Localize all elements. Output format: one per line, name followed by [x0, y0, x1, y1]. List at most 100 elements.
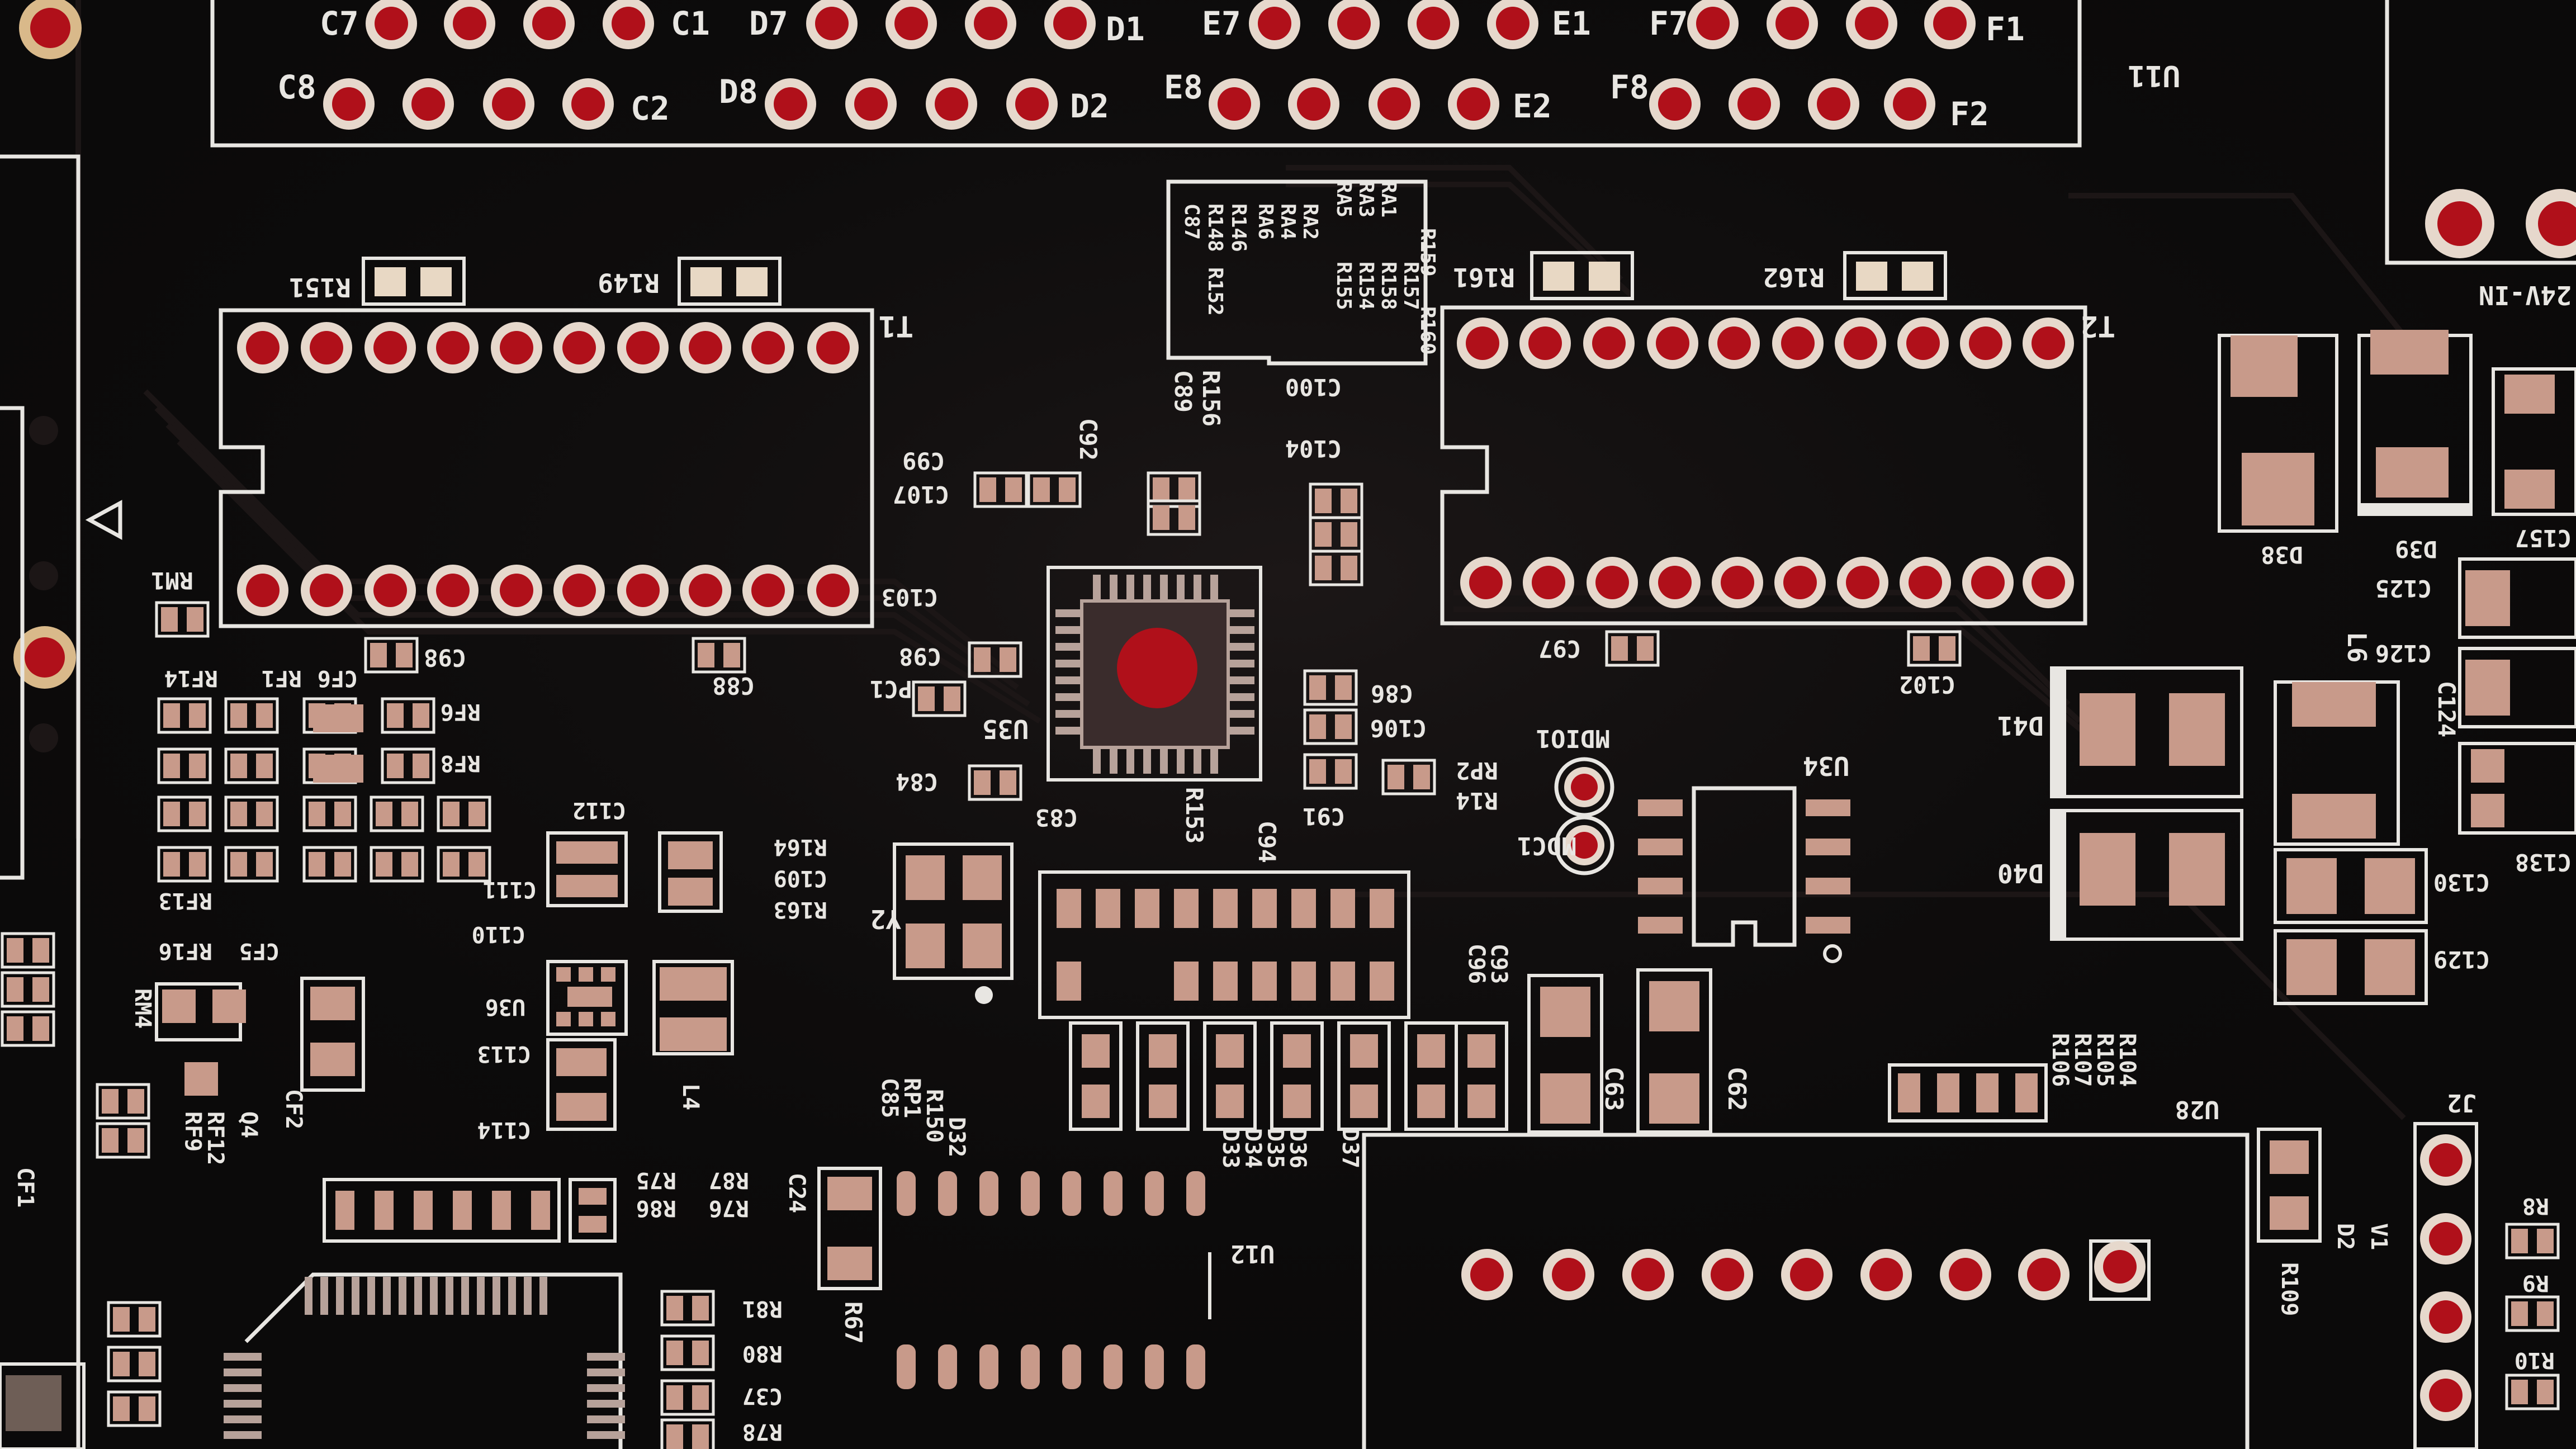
label-r8: R8 — [2522, 1193, 2549, 1219]
header-connector-top — [210, 0, 2082, 148]
label-c98-centre: C98 — [899, 643, 941, 670]
label-c83: C83 — [1035, 804, 1078, 831]
diode-d40: D40 — [1997, 809, 2243, 941]
label-c37: C37 — [742, 1383, 783, 1409]
label-f1: F1 — [1986, 10, 2025, 48]
label-c84: C84 — [896, 768, 938, 795]
label-c124: C124 — [2433, 681, 2460, 737]
label-c112: C112 — [572, 797, 626, 823]
label-r86: R86 — [636, 1195, 676, 1221]
label-c113: C113 — [477, 1041, 531, 1067]
label-r81: R81 — [742, 1296, 783, 1322]
resistor-r161: R161 — [1453, 251, 1634, 300]
label-c96: C96 — [1464, 944, 1489, 984]
label-f8: F8 — [1610, 68, 1649, 106]
label-d37: D37 — [1337, 1128, 1363, 1168]
label-c111: C111 — [483, 877, 537, 902]
label-c87: C87 — [1180, 203, 1203, 240]
resistor-array-block: C87 R148 R146 RA6 RA4 RA2 RA5 RA3 RA1 R1… — [1166, 179, 1439, 366]
label-rf8: RF8 — [441, 750, 481, 776]
label-r106: R106 — [2047, 1033, 2073, 1087]
label-rm1: RM1 — [151, 567, 193, 594]
label-d34: D34 — [1240, 1128, 1266, 1168]
label-e8: E8 — [1164, 68, 1203, 106]
label-d32: D32 — [944, 1117, 969, 1157]
label-ra5: RA5 — [1332, 181, 1355, 217]
label-f7: F7 — [1649, 4, 1688, 42]
ic-qfp-bottom-left — [224, 1272, 625, 1449]
label-r158: R158 — [1377, 262, 1400, 310]
diode-d39: D39 — [2357, 330, 2473, 563]
label-cf2: CF2 — [281, 1089, 306, 1129]
label-d41: D41 — [1997, 711, 2044, 741]
ic-u12: U12 — [897, 1171, 1275, 1389]
label-d36: D36 — [1285, 1128, 1310, 1168]
label-c91: C91 — [1303, 803, 1345, 830]
ic-u34: U34 — [1638, 751, 1850, 963]
label-r104: R104 — [2114, 1033, 2140, 1087]
label-l4: L4 — [678, 1083, 703, 1110]
label-r107: R107 — [2070, 1033, 2095, 1087]
label-c157: C157 — [2515, 524, 2572, 552]
label-d39: D39 — [2395, 536, 2437, 563]
label-mdio1: MDIO1 — [1536, 724, 1610, 752]
label-r151: R151 — [289, 272, 351, 302]
crystal-y2: Y2 — [870, 842, 1014, 1004]
ic-u35: U35 — [982, 566, 1262, 782]
label-r159: R159 — [1416, 228, 1439, 277]
label-d38: D38 — [2261, 541, 2303, 569]
label-c89: C89 — [1169, 370, 1197, 413]
label-c110: C110 — [472, 921, 525, 947]
label-r162: R162 — [1763, 262, 1825, 292]
label-ra4: RA4 — [1276, 203, 1299, 240]
label-c7: C7 — [320, 4, 359, 42]
label-q4: Q4 — [236, 1111, 262, 1138]
label-rf13: RF13 — [159, 888, 212, 913]
label-rf16: RF16 — [159, 938, 212, 964]
label-rf1: RF1 — [262, 665, 302, 691]
label-rp2: RP2 — [1456, 757, 1498, 784]
label-d35: D35 — [1262, 1128, 1288, 1168]
label-c93: C93 — [1486, 944, 1512, 984]
label-u35: U35 — [982, 714, 1029, 744]
label-u34: U34 — [1803, 751, 1849, 781]
label-c103: C103 — [882, 584, 938, 611]
label-r153: R153 — [1181, 787, 1208, 844]
label-r9: R9 — [2522, 1270, 2549, 1296]
label-rf12: RF12 — [202, 1111, 228, 1165]
label-c102: C102 — [1899, 671, 1955, 698]
label-r10: R10 — [2515, 1347, 2555, 1373]
label-r14: R14 — [1456, 787, 1498, 815]
label-c107: C107 — [893, 481, 949, 508]
label-c129: C129 — [2433, 946, 2490, 973]
label-e1: E1 — [1552, 4, 1591, 42]
label-r67: R67 — [840, 1301, 867, 1344]
label-rf6: RF6 — [441, 699, 481, 724]
diode-d41: D41 — [1997, 666, 2243, 798]
label-d33: D33 — [1218, 1128, 1243, 1168]
label-r149: R149 — [598, 268, 660, 298]
left-edge-connector — [0, 0, 122, 1449]
label-r164: R164 — [774, 834, 827, 860]
label-r152: R152 — [1204, 267, 1227, 316]
label-r163: R163 — [774, 897, 827, 922]
capacitor-c63: C63 — [1527, 974, 1628, 1134]
label-d2: D2 — [2332, 1223, 2358, 1250]
label-cf6: CF6 — [318, 665, 358, 691]
label-c85: C85 — [877, 1078, 902, 1118]
left-field-labels: RF14 RF1 CF6 RF6 RF8 C112 C111 C110 RF13… — [12, 665, 827, 1445]
passive-grid-centre — [1038, 870, 1410, 1019]
label-rf9: RF9 — [180, 1111, 206, 1152]
label-c62: C62 — [1722, 1067, 1751, 1111]
power-connector: 24V-IN — [2385, 0, 2576, 310]
capacitor-c62: C62 — [1636, 968, 1751, 1134]
label-ra6: RA6 — [1254, 203, 1277, 240]
label-rp1: RP1 — [899, 1078, 925, 1118]
label-c2: C2 — [631, 89, 670, 127]
label-c126: C126 — [2375, 640, 2432, 667]
label-c24: C24 — [784, 1173, 809, 1213]
label-c97: C97 — [1538, 635, 1581, 662]
label-c130: C130 — [2433, 869, 2490, 896]
label-r75: R75 — [636, 1167, 676, 1193]
label-pc1: PC1 — [870, 675, 912, 703]
